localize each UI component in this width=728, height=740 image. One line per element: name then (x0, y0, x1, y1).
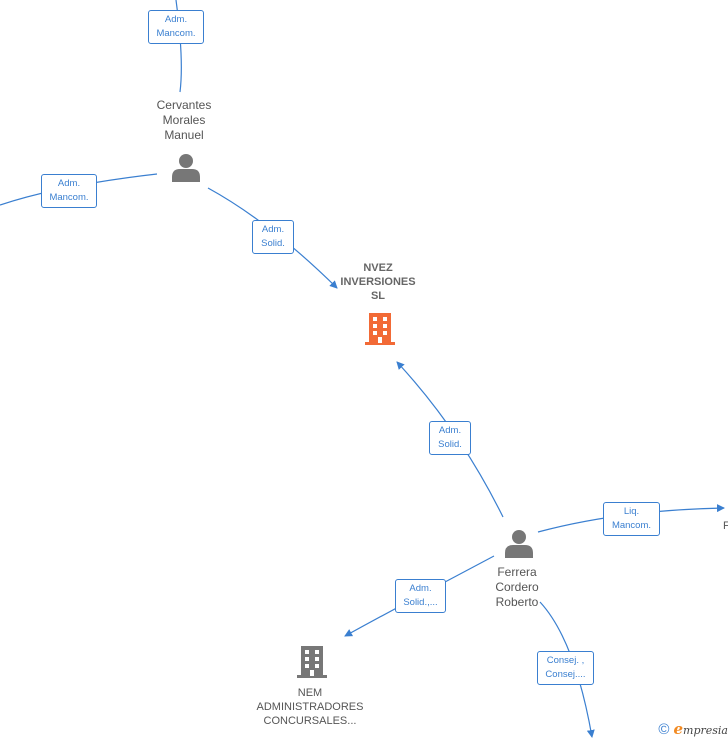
building-icon[interactable] (363, 312, 397, 346)
brand-name: mpresia (683, 724, 728, 737)
node-name-line: NEM (297, 687, 323, 699)
node-name-line: ADMINISTRADORES (256, 701, 364, 713)
node-name-line: F (723, 520, 728, 532)
person-icon[interactable] (504, 528, 534, 558)
node-label-cervantes[interactable]: Cervantes Morales Manuel (124, 98, 244, 143)
edge-label-text: Liq. (623, 506, 640, 517)
edge-label-ferrera-nem[interactable]: Adm. Solid.,... (395, 579, 446, 613)
edge-label-top[interactable]: Adm. Mancom. (148, 10, 204, 44)
edge-label-text: Solid. (261, 238, 285, 249)
node-label-main-company[interactable]: NVEZ INVERSIONES SL (318, 261, 438, 303)
node-name-line: Roberto (495, 595, 539, 609)
brand-initial: e (673, 720, 684, 738)
node-name-line: Manuel (164, 128, 204, 142)
copyright-icon: © (658, 720, 670, 738)
node-name-line: Morales (162, 113, 206, 127)
edge-label-text: Consej. , (546, 655, 585, 666)
edge-label-ferrera-right[interactable]: Liq. Mancom. (603, 502, 660, 536)
node-name-line: SL (370, 290, 386, 302)
node-label-partial-right[interactable]: F (723, 519, 728, 534)
edge-label-cervantes-main[interactable]: Adm. Solid. (252, 220, 294, 254)
edge-label-text: Solid. (438, 439, 462, 450)
node-name-line: INVERSIONES (340, 276, 416, 288)
brand-logo: empresia (673, 720, 728, 738)
node-name-line: CONCURSALES... (263, 715, 357, 727)
edge-label-text: Adm. (57, 178, 81, 189)
edge-label-text: Solid.,... (403, 597, 438, 608)
edge-label-text: Mancom. (611, 520, 652, 531)
node-name-line: Ferrera (497, 565, 537, 579)
edge-label-text: Adm. (164, 14, 188, 25)
node-name-line: NVEZ (363, 262, 393, 274)
edge-label-text: Mancom. (156, 28, 196, 39)
edge-label-text: Adm. (261, 224, 285, 235)
edge-label-text: Adm. (409, 583, 432, 594)
edge-label-ferrera-bottom[interactable]: Consej. , Consej.... (537, 651, 594, 685)
node-name-line: Cervantes (156, 98, 212, 112)
edge-label-text: Mancom. (49, 192, 89, 203)
edge-label-left[interactable]: Adm. Mancom. (41, 174, 97, 208)
edge-label-ferrera-main[interactable]: Adm. Solid. (429, 421, 471, 455)
node-label-nem[interactable]: NEM ADMINISTRADORES CONCURSALES... (250, 686, 370, 728)
brand-footer: © empresia (658, 720, 728, 738)
building-icon[interactable] (295, 645, 329, 679)
person-icon[interactable] (171, 152, 201, 182)
edge-label-text: Adm. (438, 425, 462, 436)
edge-label-text: Consej.... (545, 669, 586, 680)
node-name-line: Cordero (495, 580, 539, 594)
node-label-ferrera[interactable]: Ferrera Cordero Roberto (457, 565, 577, 610)
